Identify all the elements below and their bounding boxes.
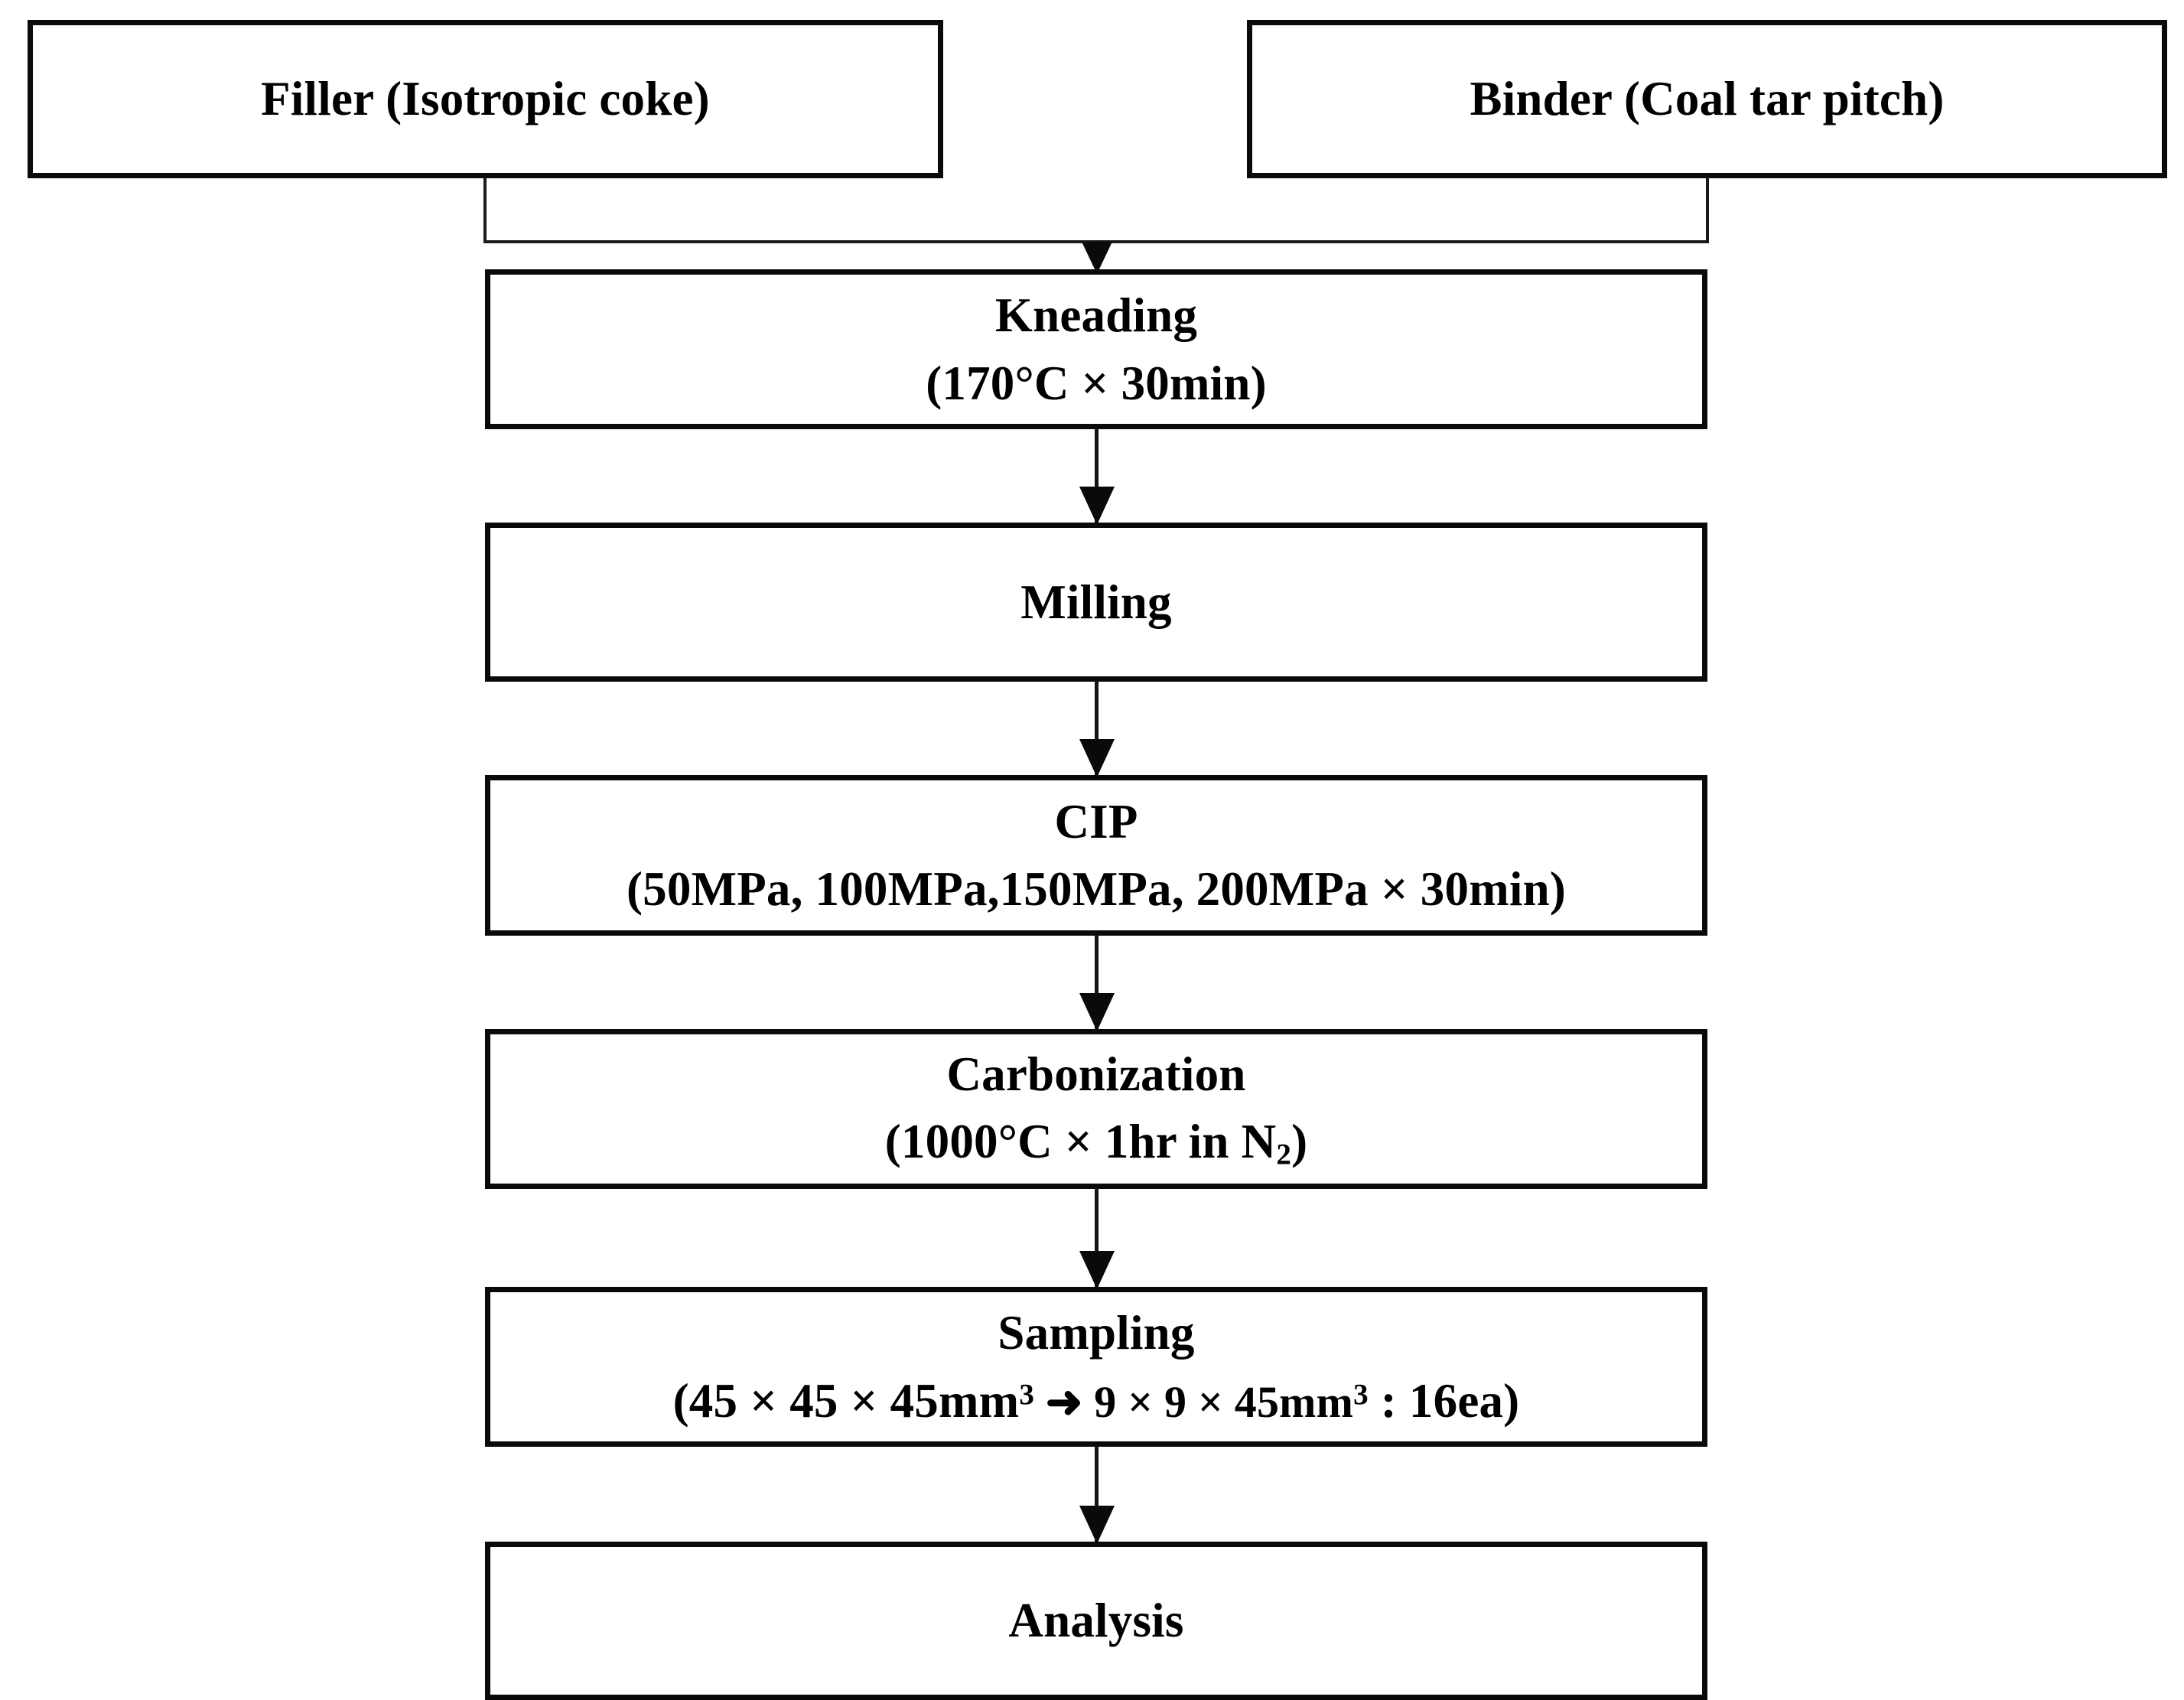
box-label-cip: CIP <box>1054 794 1138 848</box>
sampling-cubic-superscript-1: 3 <box>1019 1378 1035 1412</box>
arrow-cip-to-carbonization <box>1073 935 1119 1031</box>
arrow-shaft <box>1095 428 1099 524</box>
sampling-transform-arrow-icon: ➜ 9 × 9 × 45mm <box>1034 1376 1354 1427</box>
arrow-shaft <box>1095 681 1099 777</box>
process-box-kneading[interactable]: Kneading (170°C × 30min) <box>485 269 1707 429</box>
arrow-milling-to-cip <box>1073 681 1119 777</box>
process-box-milling[interactable]: Milling <box>485 523 1707 682</box>
box-label-sampling: Sampling <box>998 1306 1195 1360</box>
process-box-analysis[interactable]: Analysis <box>485 1542 1707 1700</box>
carbonization-condition-suffix: ) <box>1291 1114 1308 1168</box>
process-box-cip[interactable]: CIP (50MPa, 100MPa,150MPa, 200MPa × 30mi… <box>485 775 1707 936</box>
box-sublabel-kneading: (170°C × 30min) <box>926 356 1267 410</box>
box-sublabel-carbonization: (1000°C × 1hr in N2) <box>885 1113 1308 1173</box>
box-sublabel-cip: (50MPa, 100MPa,150MPa, 200MPa × 30min) <box>626 862 1566 916</box>
box-label-carbonization: Carbonization <box>946 1047 1246 1101</box>
box-sublabel-sampling: (45 × 45 × 45mm3 ➜ 9 × 9 × 45mm3 : 16ea) <box>673 1373 1520 1429</box>
arrow-kneading-to-milling <box>1073 428 1119 525</box>
arrow-head-icon <box>1079 1506 1115 1544</box>
arrow-shaft <box>1095 1188 1099 1288</box>
arrow-shaft <box>1095 1446 1099 1543</box>
arrow-shaft <box>1095 935 1099 1031</box>
arrow-head-icon <box>1079 993 1115 1031</box>
box-label-filler: Filler (Isotropic coke) <box>261 72 710 126</box>
arrow-head-icon <box>1079 739 1115 777</box>
box-label-milling: Milling <box>1020 575 1172 629</box>
arrow-carbonization-to-sampling <box>1073 1188 1119 1289</box>
sampling-cubic-superscript-2: 3 <box>1353 1378 1369 1412</box>
box-label-analysis: Analysis <box>1008 1594 1184 1648</box>
box-label-binder: Binder (Coal tar pitch) <box>1470 72 1945 126</box>
process-box-carbonization[interactable]: Carbonization (1000°C × 1hr in N2) <box>485 1029 1707 1189</box>
connector-filler-drop <box>483 177 487 243</box>
arrow-head-icon <box>1079 487 1115 525</box>
arrow-sampling-to-analysis <box>1073 1446 1119 1544</box>
arrow-merge-to-kneading <box>1073 240 1119 274</box>
process-box-binder[interactable]: Binder (Coal tar pitch) <box>1247 20 2167 178</box>
sampling-dimension-initial: (45 × 45 × 45mm <box>672 1373 1020 1428</box>
box-label-kneading: Kneading <box>994 288 1198 343</box>
carbonization-nitrogen-subscript: 2 <box>1276 1138 1292 1171</box>
connector-binder-drop <box>1706 177 1709 243</box>
carbonization-condition-prefix: (1000°C × 1hr in N <box>884 1114 1277 1168</box>
arrow-head-icon <box>1082 242 1112 274</box>
sampling-count-suffix: : 16ea) <box>1368 1373 1520 1428</box>
process-box-sampling[interactable]: Sampling (45 × 45 × 45mm3 ➜ 9 × 9 × 45mm… <box>485 1287 1707 1447</box>
arrow-head-icon <box>1079 1251 1115 1289</box>
process-box-filler[interactable]: Filler (Isotropic coke) <box>28 20 943 178</box>
